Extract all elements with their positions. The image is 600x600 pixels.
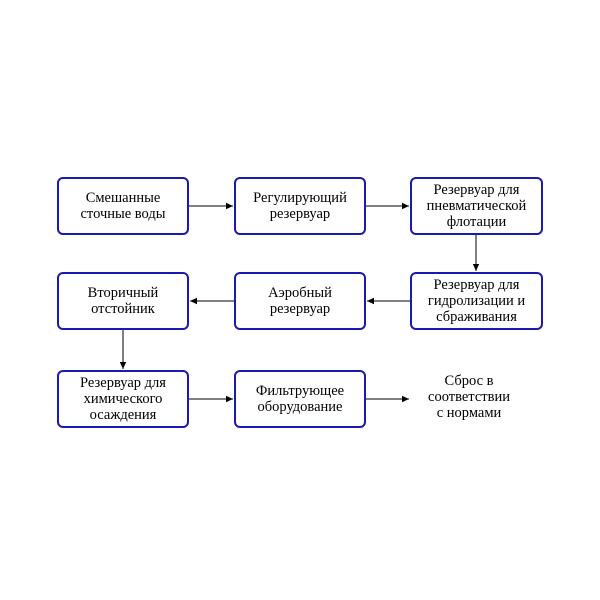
node-label: Регулирующий резервуар [253, 190, 347, 222]
node-flotation-tank: Резервуар для пневматической флотации [410, 177, 543, 235]
node-filtration-equipment: Фильтрующее оборудование [234, 370, 366, 428]
node-equalization-tank: Регулирующий резервуар [234, 177, 366, 235]
node-hydrolysis-tank: Резервуар для гидролизации и сбраживания [410, 272, 543, 330]
node-aerobic-tank: Аэробный резервуар [234, 272, 366, 330]
node-label: Фильтрующее оборудование [255, 383, 345, 415]
node-label: Резервуар для гидролизации и сбраживания [427, 277, 526, 325]
node-label: Смешанные сточные воды [80, 190, 166, 222]
node-label: Резервуар для химического осаждения [80, 375, 166, 423]
output-discharge-label: Сброс в соответствии с нормами [428, 373, 510, 421]
node-label: Аэробный резервуар [268, 285, 332, 317]
node-label: Резервуар для пневматической флотации [426, 182, 527, 230]
node-mixed-wastewater: Смешанные сточные воды [57, 177, 189, 235]
node-label: Вторичный отстойник [87, 285, 159, 317]
node-chemical-precipitation-tank: Резервуар для химического осаждения [57, 370, 189, 428]
node-secondary-clarifier: Вторичный отстойник [57, 272, 189, 330]
